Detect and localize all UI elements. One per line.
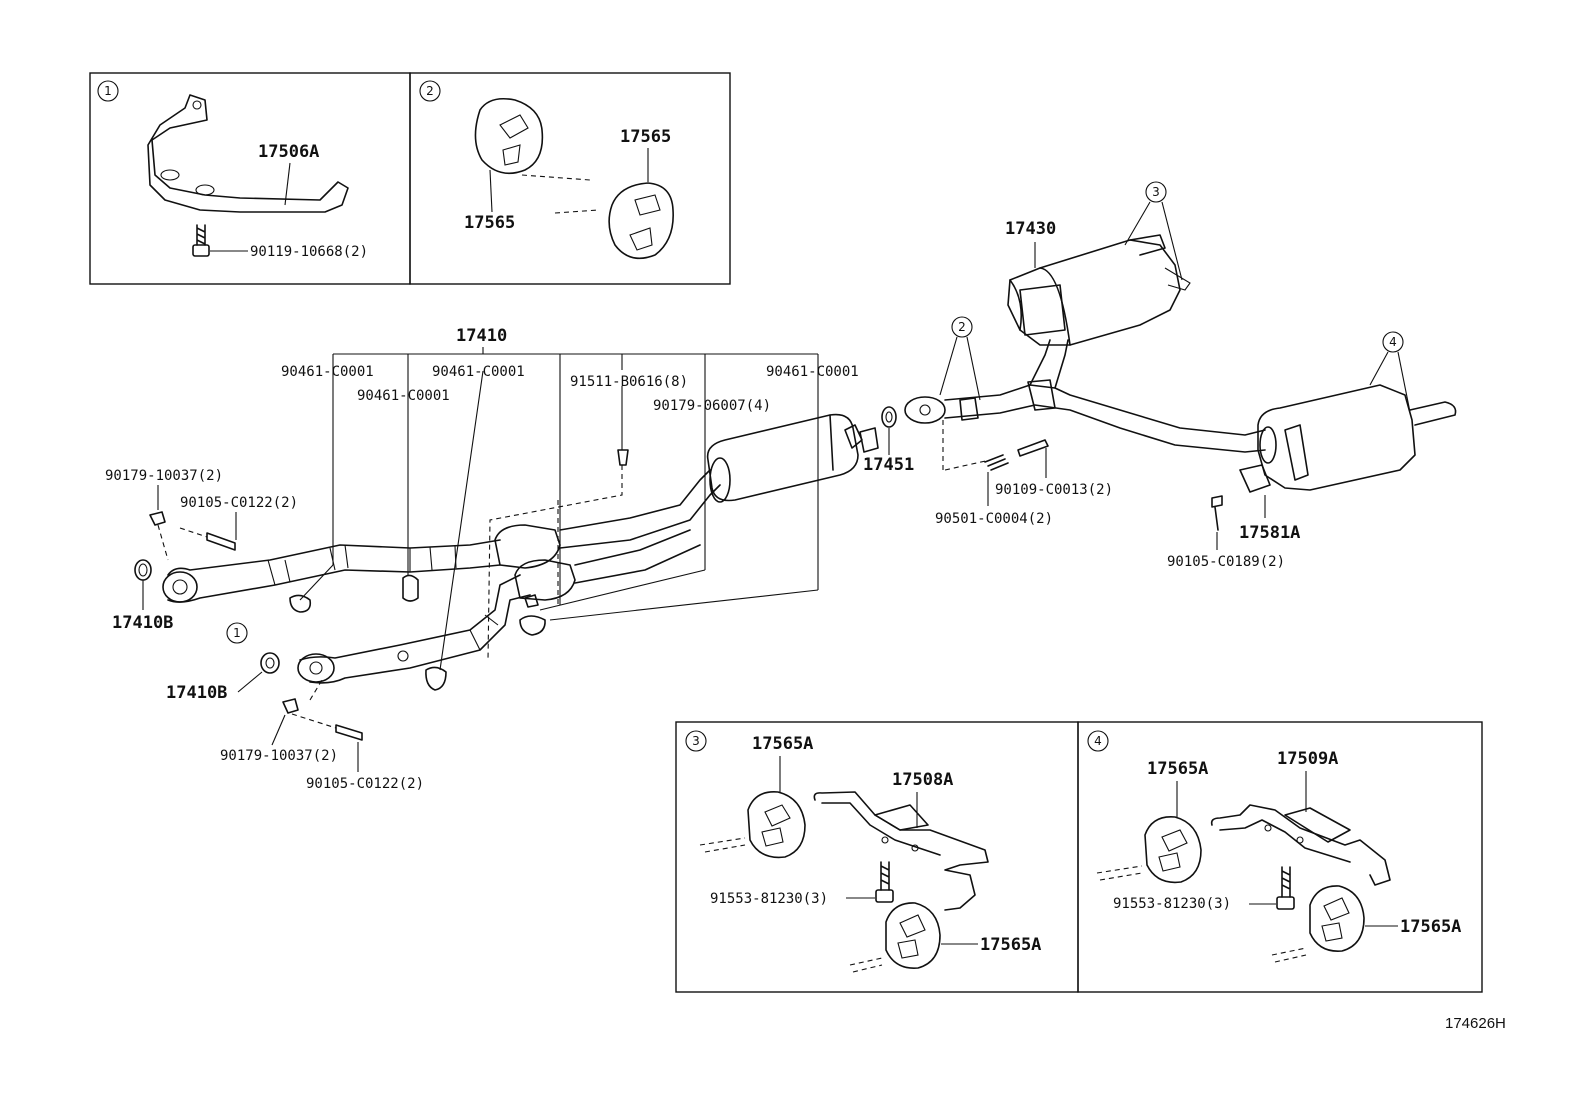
spring-90501-drawing bbox=[984, 454, 1009, 471]
bolt-90105-C0189-drawing bbox=[1211, 495, 1223, 531]
svg-text:4: 4 bbox=[1094, 734, 1102, 748]
callout-90461-C0001-c: 90461-C0001 bbox=[432, 364, 525, 380]
callout-90105-C0122-a: 90105-C0122(2) bbox=[180, 495, 298, 511]
callout-17410B-a: 17410B bbox=[112, 613, 173, 633]
catalytic-converter-lower-drawing bbox=[514, 529, 701, 601]
marker-3-inset: 3 bbox=[685, 730, 707, 752]
callout-90179-10037-b: 90179-10037(2) bbox=[220, 748, 338, 764]
callout-17451: 17451 bbox=[863, 455, 914, 475]
hanger-17565A-3b-drawing bbox=[885, 902, 941, 969]
marker-1-inset: 1 bbox=[97, 80, 119, 102]
marker-4-main: 4 bbox=[1369, 331, 1411, 413]
callout-90109-C0013: 90109-C0013(2) bbox=[995, 482, 1113, 498]
callout-90501-C0004: 90501-C0004(2) bbox=[935, 511, 1053, 527]
callout-17565A-4b: 17565A bbox=[1400, 917, 1461, 937]
callout-90179-10037-a: 90179-10037(2) bbox=[105, 468, 223, 484]
bolt-91511-drawing bbox=[617, 449, 629, 466]
marker-2-main: 2 bbox=[939, 316, 981, 401]
bracket-17508A-drawing bbox=[813, 791, 989, 911]
callout-17565A-4a: 17565A bbox=[1147, 759, 1208, 779]
callout-90179-06007: 90179-06007(4) bbox=[653, 398, 771, 414]
catalytic-converter-upper-drawing bbox=[494, 469, 721, 569]
main-muffler-17430-drawing bbox=[1007, 234, 1191, 346]
bolt-90105-C0122-b bbox=[335, 724, 363, 741]
marker-3-main: 3 bbox=[1124, 181, 1183, 281]
gasket-17410B-a-drawing bbox=[134, 559, 152, 581]
marker-4-inset: 4 bbox=[1087, 730, 1109, 752]
hanger-17565A-3a-drawing bbox=[747, 791, 806, 859]
svg-text:4: 4 bbox=[1389, 335, 1397, 349]
marker-1-main: 1 bbox=[226, 622, 248, 644]
bracket-17506A-drawing bbox=[147, 94, 349, 213]
callout-91511-B0616: 91511-B0616(8) bbox=[570, 374, 688, 390]
callout-90105-C0122-b: 90105-C0122(2) bbox=[306, 776, 424, 792]
svg-text:2: 2 bbox=[958, 320, 966, 334]
hanger-17565-lower-drawing bbox=[608, 182, 674, 260]
gasket-17410B-b-drawing bbox=[260, 652, 280, 674]
sub-muffler-drawing bbox=[1257, 384, 1457, 491]
nut-90179-06007 bbox=[524, 594, 539, 608]
bolt-90119-drawing bbox=[192, 224, 210, 257]
front-pipe-upper-drawing bbox=[162, 539, 501, 603]
clamp-90461-a bbox=[289, 594, 312, 613]
center-muffler-drawing bbox=[706, 413, 879, 503]
clamp-90461-d bbox=[519, 615, 546, 636]
svg-text:1: 1 bbox=[233, 626, 241, 640]
svg-text:3: 3 bbox=[1152, 185, 1160, 199]
marker-2-inset: 2 bbox=[419, 80, 441, 102]
svg-text:2: 2 bbox=[426, 84, 434, 98]
callout-17565A-3a: 17565A bbox=[752, 734, 813, 754]
callout-17410: 17410 bbox=[456, 326, 507, 346]
callout-90461-C0001-d: 90461-C0001 bbox=[766, 364, 859, 380]
bracket-17509A-drawing bbox=[1210, 804, 1391, 886]
bolt-91553-3-drawing bbox=[875, 861, 894, 903]
callout-17509A: 17509A bbox=[1277, 749, 1338, 769]
callout-17430: 17430 bbox=[1005, 219, 1056, 239]
bolt-90105-C0122-a bbox=[206, 532, 236, 551]
callout-90461-C0001-a: 90461-C0001 bbox=[281, 364, 374, 380]
tail-pipe-drawing bbox=[904, 339, 1266, 453]
hanger-17565-upper-drawing bbox=[474, 97, 544, 175]
hanger-17581A-drawing bbox=[1239, 464, 1271, 493]
hanger-17565A-4b-drawing bbox=[1309, 885, 1365, 952]
callout-91553-81230-3: 91553-81230(3) bbox=[710, 891, 828, 907]
clamp-90461-c bbox=[425, 666, 447, 691]
bolt-90109-drawing bbox=[1017, 439, 1049, 457]
callout-17581A: 17581A bbox=[1239, 523, 1300, 543]
callout-17410B-b: 17410B bbox=[166, 683, 227, 703]
callout-90105-C0189: 90105-C0189(2) bbox=[1167, 554, 1285, 570]
clamp-90461-b bbox=[402, 574, 419, 602]
svg-text:1: 1 bbox=[104, 84, 112, 98]
callout-90461-C0001-b: 90461-C0001 bbox=[357, 388, 450, 404]
callout-17508A: 17508A bbox=[892, 770, 953, 790]
hanger-17565A-4a-drawing bbox=[1144, 816, 1202, 884]
callout-17506A: 17506A bbox=[258, 142, 319, 162]
nut-90179-10037-a bbox=[149, 511, 166, 526]
nut-90179-10037-b bbox=[282, 698, 299, 714]
callout-17565A-3b: 17565A bbox=[980, 935, 1041, 955]
callout-91553-81230-4: 91553-81230(3) bbox=[1113, 896, 1231, 912]
gasket-17451-drawing bbox=[881, 406, 897, 428]
bolt-91553-4-drawing bbox=[1276, 866, 1295, 910]
front-pipe-lower-drawing bbox=[297, 574, 531, 684]
inset-box-2 bbox=[409, 72, 731, 285]
callout-17565-upper: 17565 bbox=[620, 127, 671, 147]
svg-text:3: 3 bbox=[692, 734, 700, 748]
callout-90119-10668: 90119-10668(2) bbox=[250, 244, 368, 260]
callout-17565-lower: 17565 bbox=[464, 213, 515, 233]
diagram-code: 174626H bbox=[1445, 1015, 1506, 1032]
inset-box-4 bbox=[1077, 721, 1483, 993]
